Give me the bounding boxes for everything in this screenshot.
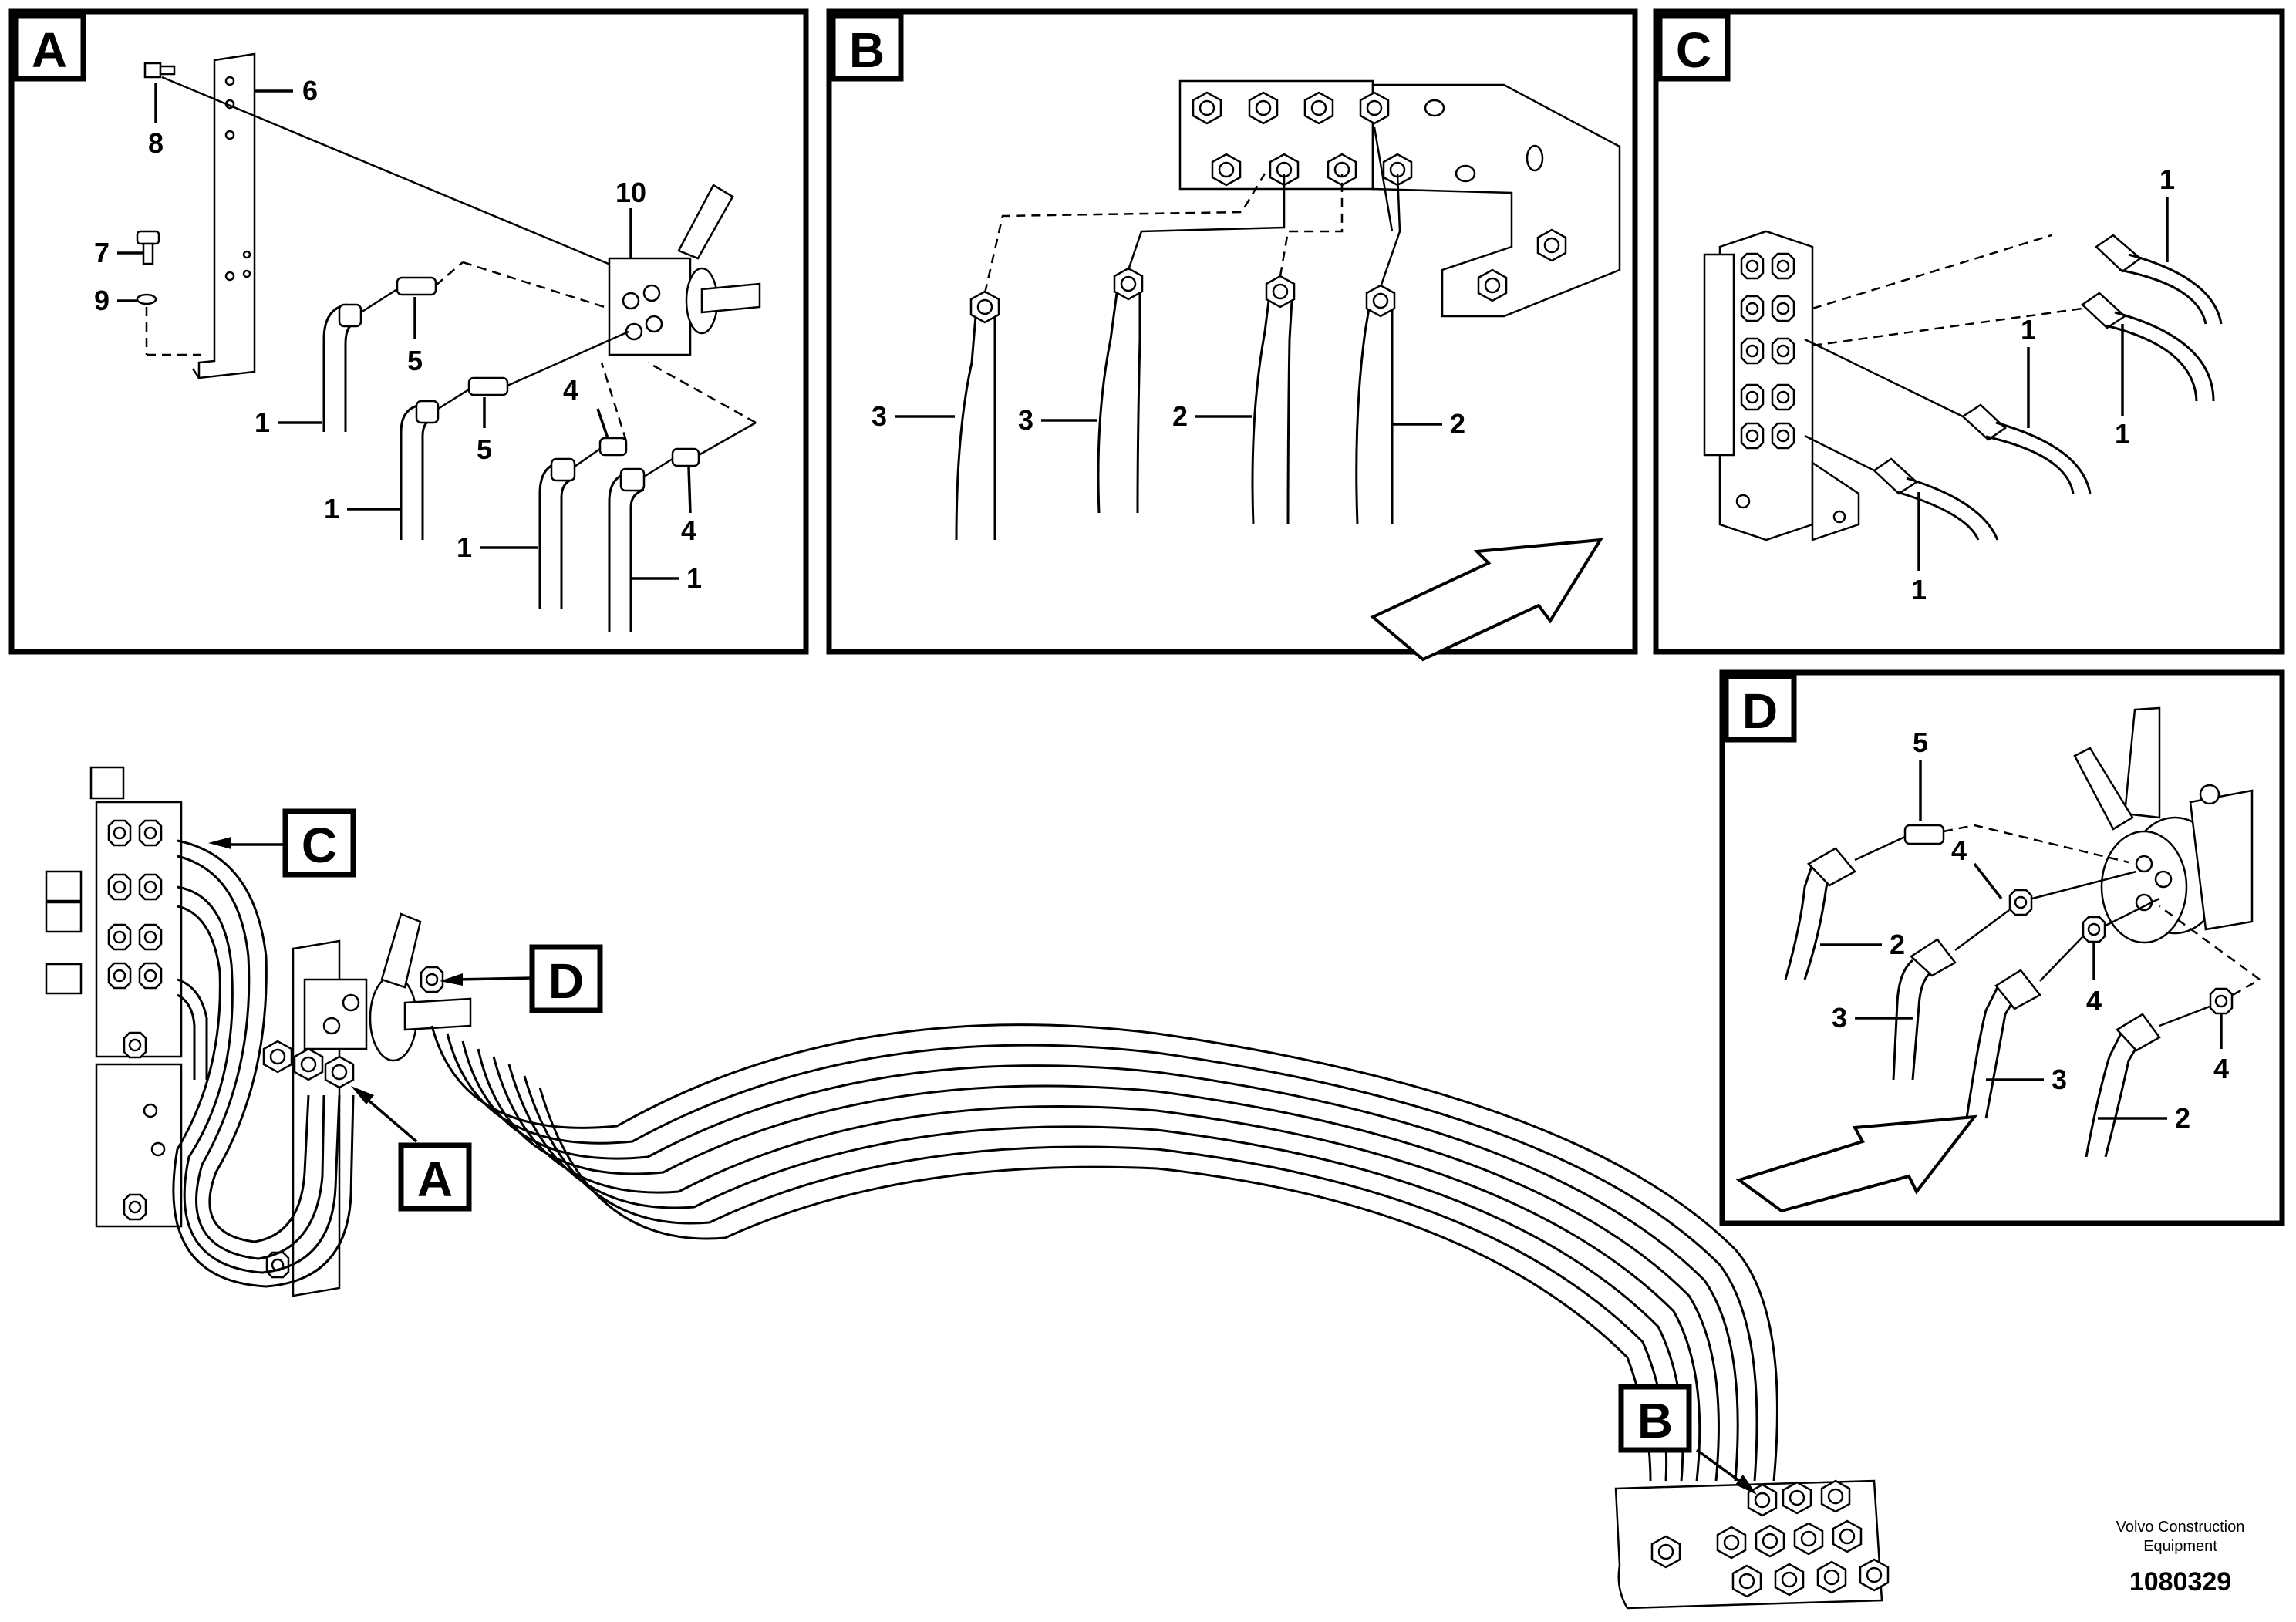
panel-a-callout-1d: 1	[686, 562, 702, 594]
panel-d-tag: D	[1742, 683, 1778, 739]
panel-b-callout-2b: 2	[1450, 408, 1465, 440]
panel-c-callout-1a: 1	[2159, 164, 2175, 195]
panel-c-callout-1b: 1	[2021, 314, 2036, 346]
overview-tag-d: D	[440, 944, 603, 1013]
panel-a-callout-8: 8	[148, 127, 164, 159]
panel-a-callout-5a: 5	[407, 345, 423, 376]
panel-c-callout-1c: 1	[2115, 418, 2130, 450]
panel-a-tag: A	[32, 22, 67, 78]
svg-text:A: A	[417, 1152, 453, 1207]
footer-company-line1: Volvo Construction	[2116, 1519, 2245, 1536]
panel-c-tag: C	[1676, 22, 1711, 78]
panel-c: C 1 1 1 1	[1653, 8, 2285, 655]
svg-text:D: D	[548, 953, 584, 1009]
panel-a-callout-4a: 4	[563, 374, 578, 406]
panel-a-callout-10: 10	[615, 177, 646, 208]
overview-tag-a: A	[351, 1086, 472, 1212]
panel-a-callout-7: 7	[94, 237, 110, 268]
panel-a-callout-6: 6	[302, 75, 318, 106]
panel-d-tag-box	[1723, 673, 1797, 743]
panel-b-tag: B	[849, 22, 885, 78]
overview-assembly: C D A B	[45, 766, 1890, 1610]
panel-a-callout-1c: 1	[457, 531, 472, 563]
panel-b-callout-3b: 3	[1018, 404, 1033, 436]
panel-d-callout-3a: 3	[1832, 1002, 1847, 1034]
panel-a-callout-1b: 1	[324, 493, 339, 524]
panel-b: B 3 3 2	[826, 8, 1638, 662]
footer-company-line2: Equipment	[2143, 1538, 2217, 1555]
panel-a-callout-9: 9	[94, 285, 110, 316]
svg-text:B: B	[1637, 1393, 1673, 1448]
panel-d-callout-2a: 2	[1890, 929, 1905, 960]
overview-tag-b: B	[1618, 1384, 1757, 1495]
panel-d: D	[1719, 669, 2285, 1226]
panel-a-callout-1a: 1	[255, 406, 270, 438]
panel-d-callout-4b: 4	[2086, 985, 2102, 1017]
panel-d-callout-4a: 4	[1951, 835, 1967, 866]
panel-a-callout-5b: 5	[477, 433, 492, 465]
panel-a-tag-box	[12, 12, 86, 82]
bottom-manifold	[1614, 1479, 1883, 1610]
panel-a-callout-4b: 4	[681, 514, 696, 546]
panel-b-callout-2a: 2	[1172, 400, 1188, 432]
panel-d-callout-3b: 3	[2052, 1064, 2067, 1095]
footer-doc-number: 1080329	[2129, 1567, 2231, 1597]
panel-b-tag-box	[830, 12, 904, 82]
panel-a: A	[8, 8, 809, 655]
panel-b-callout-3a: 3	[872, 400, 887, 432]
panel-d-callout-4c: 4	[2213, 1053, 2229, 1084]
panel-d-callout-5: 5	[1913, 727, 1928, 758]
panel-c-tag-box	[1657, 12, 1731, 82]
svg-text:C: C	[302, 818, 337, 873]
panel-d-callout-2b: 2	[2175, 1102, 2190, 1134]
overview-tag-c: C	[208, 808, 356, 878]
panel-c-callout-1d: 1	[1911, 574, 1927, 605]
